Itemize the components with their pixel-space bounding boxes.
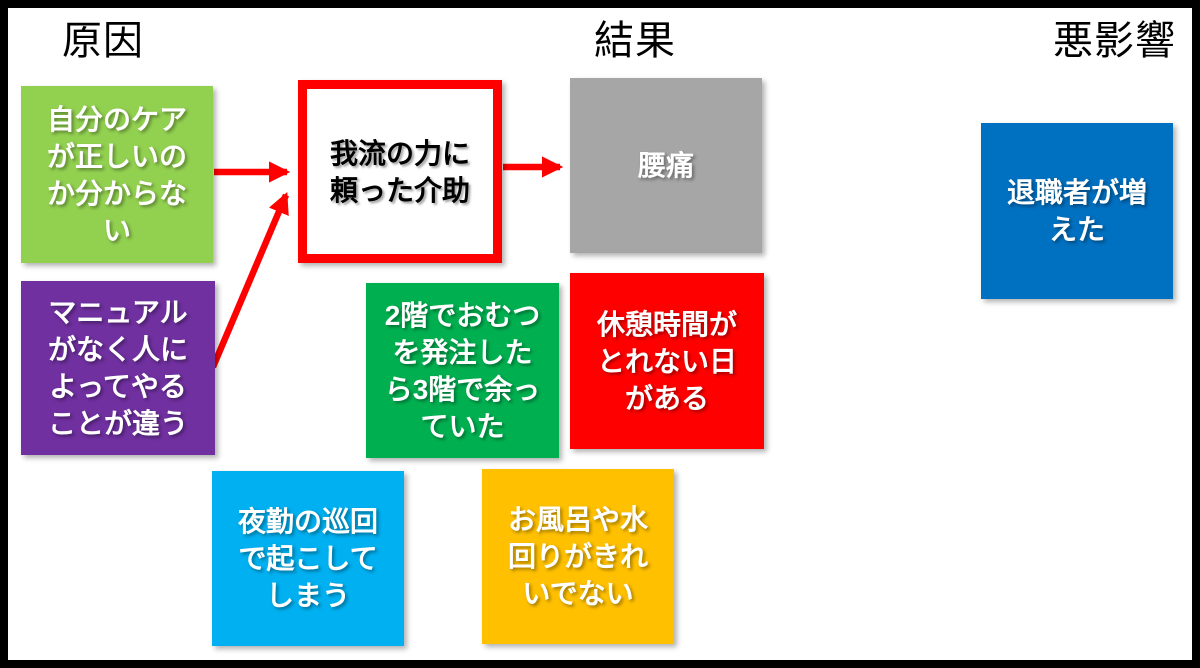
box-problem-self-taught-care: 我流の力に 頼った介助 [298,80,502,263]
box-result-diaper-order: 2階でおむつ を発注した ら3階で余っ ていた [366,283,559,458]
box-result-back-pain: 腰痛 [570,78,762,253]
arrow-cause2-to-problem [210,192,289,369]
column-header-bad-influence: 悪影響 [1053,19,1176,63]
box-cause-self-care: 自分のケア が正しいの か分からな い [21,86,213,263]
box-bad-influence-retirees: 退職者が増 えた [981,123,1173,299]
box-result-no-break-time: 休憩時間が とれない日 がある [570,273,764,449]
column-header-result: 結果 [594,19,676,63]
box-cause-no-manual: マニュアル がなく人に よってやる ことが違う [21,281,215,455]
box-result-bath-not-clean: お風呂や水 回りがきれ いでない [482,469,674,644]
column-header-cause: 原因 [62,19,144,63]
box-result-night-patrol: 夜勤の巡回 で起こして しまう [212,471,404,646]
